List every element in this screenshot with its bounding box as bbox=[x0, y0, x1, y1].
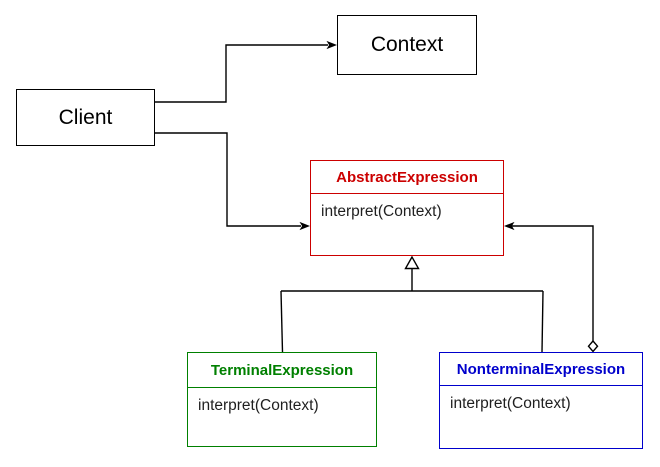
class-abstract-expression: AbstractExpression interpret(Context) bbox=[310, 160, 504, 256]
node-context-label: Context bbox=[370, 33, 444, 56]
arrowhead-icon bbox=[504, 221, 515, 231]
class-terminal-expression-title: TerminalExpression bbox=[188, 353, 376, 388]
node-client-label: Client bbox=[58, 105, 113, 129]
class-abstract-expression-title: AbstractExpression bbox=[311, 161, 503, 194]
node-client: Client bbox=[16, 89, 155, 146]
class-nonterminal-expression: NonterminalExpression interpret(Context) bbox=[439, 352, 643, 449]
class-nonterminal-expression-title: NonterminalExpression bbox=[440, 353, 642, 386]
hollow-diamond-icon bbox=[587, 339, 599, 353]
edge-nonterminal-aggregates-abstract bbox=[504, 221, 599, 353]
hollow-triangle-icon bbox=[404, 255, 420, 270]
class-nonterminal-expression-method: interpret(Context) bbox=[450, 395, 571, 412]
class-terminal-expression-method: interpret(Context) bbox=[198, 397, 319, 414]
arrowhead-icon bbox=[326, 40, 337, 50]
class-abstract-expression-method: interpret(Context) bbox=[321, 203, 442, 220]
edge-client-to-abstract-expression bbox=[155, 132, 310, 231]
edge-client-to-context bbox=[155, 40, 337, 103]
arrowhead-icon bbox=[299, 221, 310, 231]
edge-generalization-bus bbox=[280, 255, 544, 353]
class-terminal-expression: TerminalExpression interpret(Context) bbox=[187, 352, 377, 447]
node-context: Context bbox=[337, 15, 477, 75]
